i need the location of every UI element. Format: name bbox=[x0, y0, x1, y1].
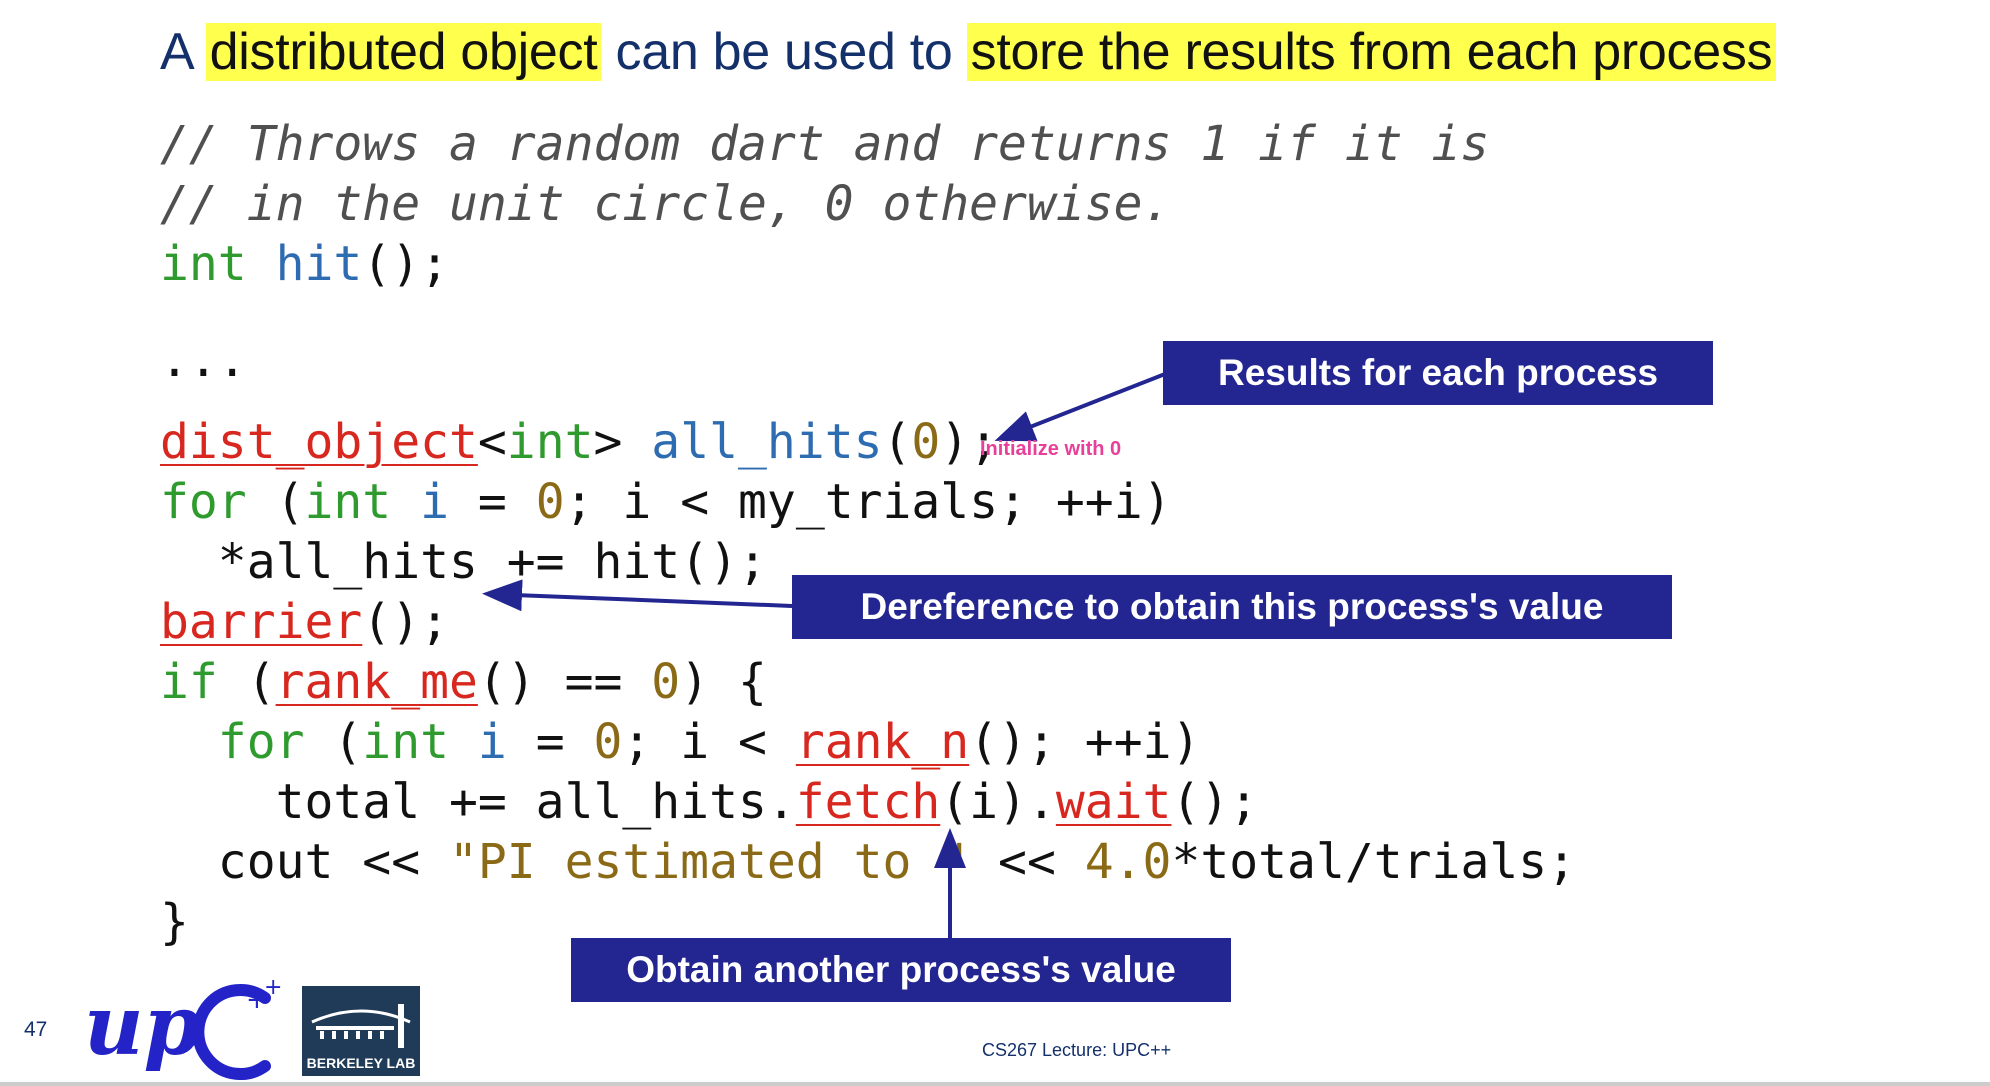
code-comment-line-1: // Throws a random dart and returns 1 if… bbox=[160, 116, 1490, 172]
code-line-if-rank: if (rank_me() == 0) { bbox=[160, 654, 767, 710]
title-part-1: A bbox=[160, 23, 206, 81]
svg-text:+: + bbox=[264, 975, 282, 1000]
svg-text:up: up bbox=[84, 978, 201, 1074]
code-line-deref: *all_hits += hit(); bbox=[160, 534, 767, 590]
code-comments: // Throws a random dart and returns 1 if… bbox=[160, 114, 1489, 294]
callout-fetch: Obtain another process's value bbox=[571, 938, 1231, 1002]
code-line-for-ranks: for (int i = 0; i < rank_n(); ++i) bbox=[217, 714, 1201, 770]
slide-title: A distributed object can be used to stor… bbox=[160, 22, 1777, 82]
code-line-close-brace: } bbox=[160, 894, 189, 950]
upc-logo: up + + bbox=[84, 975, 282, 1080]
berkeley-lab-text: BERKELEY LAB bbox=[307, 1055, 416, 1071]
arrow-deref bbox=[482, 579, 793, 612]
title-highlight-2: store the results from each process bbox=[966, 23, 1777, 81]
code-line-hit-decl: int hit(); bbox=[160, 236, 450, 292]
page-number: 47 bbox=[24, 1018, 48, 1041]
code-line-fetch: total += all_hits.fetch(i).wait(); bbox=[160, 774, 1259, 830]
footer-lecture: CS267 Lecture: UPC++ bbox=[982, 1040, 1172, 1060]
callout-dereference: Dereference to obtain this process's val… bbox=[792, 575, 1672, 639]
bottom-rule bbox=[0, 1082, 1990, 1086]
note-initialize: Initialize with 0 bbox=[980, 438, 1122, 460]
code-comment-line-2: // in the unit circle, 0 otherwise. bbox=[160, 176, 1172, 232]
code-line-barrier: barrier(); bbox=[160, 594, 449, 650]
berkeley-lab-logo: BERKELEY LAB bbox=[302, 986, 420, 1076]
title-part-3: can be used to bbox=[601, 23, 967, 81]
arrow-results bbox=[994, 372, 1166, 442]
svg-text:+: + bbox=[246, 985, 268, 1015]
code-line-for-trials: for (int i = 0; i < my_trials; ++i) bbox=[160, 474, 1172, 530]
berkeley-lab-mark: BERKELEY LAB bbox=[302, 986, 420, 1076]
code-ellipsis: ... bbox=[160, 332, 247, 388]
code-line-dist-object: dist_object<int> all_hits(0); bbox=[160, 414, 999, 470]
title-highlight-1: distributed object bbox=[205, 23, 602, 81]
callout-results: Results for each process bbox=[1163, 341, 1713, 405]
